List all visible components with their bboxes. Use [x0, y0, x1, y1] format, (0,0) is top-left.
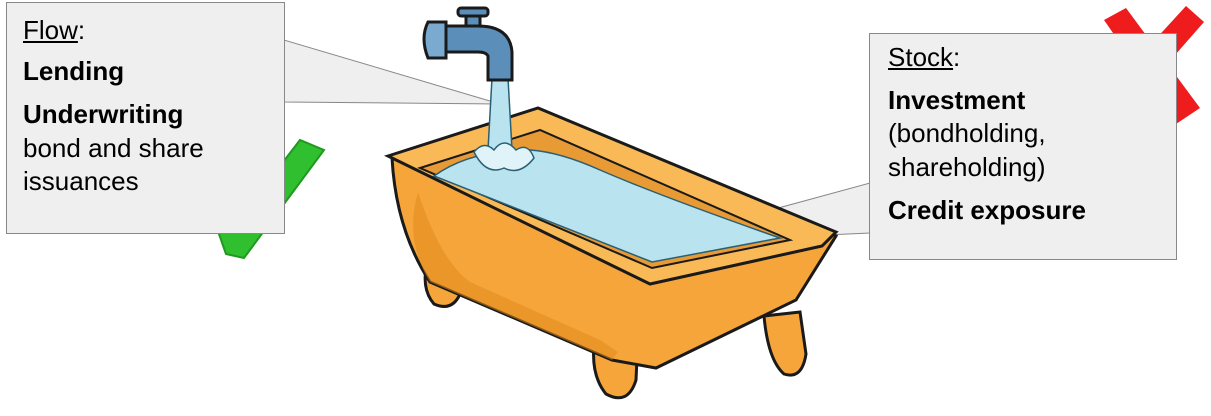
faucet-icon	[424, 8, 512, 80]
flow-heading-colon: :	[78, 15, 85, 45]
flow-item-underwriting: Underwriting	[23, 99, 268, 130]
stock-detail-line-1: (bondholding,	[888, 118, 1160, 149]
stock-item-credit-exposure: Credit exposure	[888, 195, 1160, 226]
stock-heading-line: Stock:	[888, 42, 1160, 73]
stock-heading: Stock	[888, 42, 953, 72]
flow-heading: Flow	[23, 15, 78, 45]
flow-callout: Flow: Lending Underwriting bond and shar…	[6, 2, 285, 234]
stock-callout: Stock: Investment (bondholding, sharehol…	[869, 33, 1177, 260]
flow-heading-line: Flow:	[23, 15, 268, 46]
stock-item-investment: Investment	[888, 85, 1160, 116]
stock-heading-colon: :	[953, 42, 960, 72]
stock-detail-line-2: shareholding)	[888, 152, 1160, 183]
flow-detail-line-2: issuances	[23, 166, 268, 197]
flow-item-lending: Lending	[23, 56, 268, 87]
flow-detail-line-1: bond and share	[23, 133, 268, 164]
